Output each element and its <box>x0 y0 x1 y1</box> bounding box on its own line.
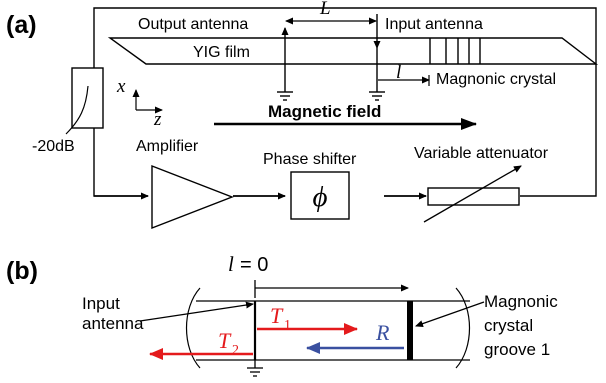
mc-groove-pointer <box>415 301 485 327</box>
attenuator-variable-arrow <box>423 165 522 223</box>
panel-a-label: (a) <box>6 11 37 39</box>
input-antenna-b-label-2: antenna <box>82 314 144 333</box>
l-zero-symbol: l <box>228 252 234 276</box>
output-antenna-label: Output antenna <box>138 16 248 33</box>
input-antenna-label: Input antenna <box>385 16 483 33</box>
l-zero-dimension <box>254 280 409 298</box>
input-antenna-b-label-1: Input <box>82 294 120 313</box>
r-label: R <box>375 320 390 345</box>
output-antenna <box>277 27 293 101</box>
coupler-curve <box>65 85 89 135</box>
l-zero-text: = 0 <box>240 254 268 276</box>
axes-xz <box>132 89 163 114</box>
panel-b-label: (b) <box>6 257 38 285</box>
yig-film-label: YIG film <box>193 44 250 61</box>
yig-film <box>107 37 599 65</box>
t2-subscript: 2 <box>232 343 239 358</box>
t1-subscript: 1 <box>284 318 291 333</box>
phase-symbol: ϕ <box>312 181 327 213</box>
magnetic-field-label: Magnetic field <box>268 102 381 121</box>
magnonic-crystal-label: Magnonic crystal <box>436 71 556 88</box>
attenuator-box <box>427 187 520 206</box>
phase-shifter-box <box>290 171 350 220</box>
l-dimension <box>378 75 430 86</box>
axis-x-label: x <box>116 76 126 97</box>
phase-shifter-label: Phase shifter <box>263 151 357 168</box>
crystal-groove <box>407 301 413 360</box>
variable-attenuator-label: Variable attenuator <box>414 145 549 162</box>
ground-symbol-b <box>247 360 263 377</box>
amplifier-label: Amplifier <box>136 138 199 155</box>
t2-label: T <box>218 328 232 353</box>
mc-groove-label-3: groove 1 <box>484 340 550 359</box>
attenuation-label: -20dB <box>32 138 75 155</box>
mc-groove-label-2: crystal <box>484 316 533 335</box>
input-antenna-pointer <box>139 301 254 322</box>
t1-label: T <box>270 303 284 328</box>
length-L-label: L <box>319 0 331 19</box>
l-label: l <box>396 62 401 83</box>
magnonic-crystal-grooves <box>429 38 481 64</box>
amplifier-triangle <box>151 164 234 230</box>
film-strip <box>185 287 471 369</box>
axis-z-label: z <box>153 109 162 130</box>
mc-groove-label-1: Magnonic <box>484 292 558 311</box>
input-antenna <box>369 14 385 101</box>
coupler-box <box>71 67 104 129</box>
